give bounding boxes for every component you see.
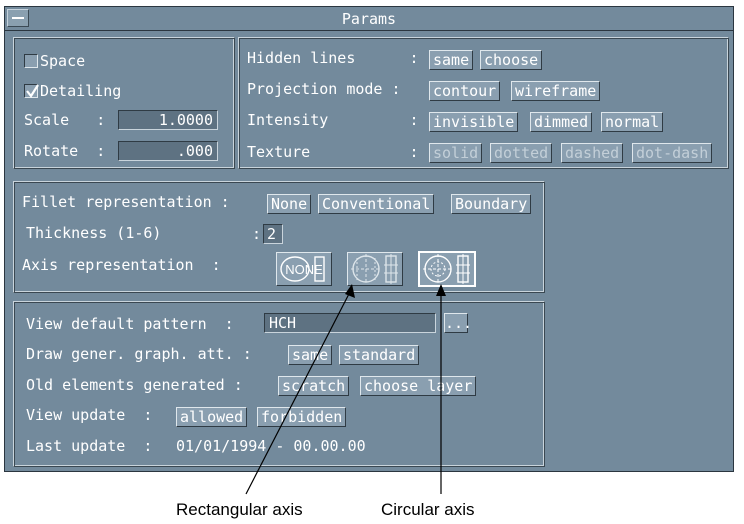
rotate-input[interactable]: .000	[118, 141, 218, 161]
thickness-label: Thickness (1-6)	[26, 224, 162, 242]
fillet-representation-label: Fillet representation :	[22, 193, 230, 211]
pattern-browse-button[interactable]: ...	[444, 313, 473, 333]
intensity-dimmed-button[interactable]: dimmed	[530, 112, 593, 132]
fillet-conventional-button[interactable]: Conventional	[318, 194, 435, 214]
axis-rectangular-button[interactable]	[347, 252, 403, 286]
space-checkbox[interactable]	[24, 54, 38, 68]
view-default-panel: View default pattern : HCH ... Draw gene…	[13, 301, 545, 467]
intensity-label: Intensity :	[247, 111, 419, 129]
intensity-normal-button[interactable]: normal	[601, 112, 664, 132]
texture-label: Texture :	[247, 143, 419, 161]
texture-dotted-button[interactable]: dotted	[490, 143, 553, 163]
last-update-label: Last update :	[26, 437, 153, 455]
circular-axis-caption: Circular axis	[381, 500, 475, 519]
axis-circular-button[interactable]	[418, 251, 476, 287]
last-update-value: 01/01/1994 - 00.00.00	[176, 437, 366, 455]
projection-mode-label: Projection mode :	[247, 80, 401, 98]
draw-graph-att-label: Draw gener. graph. att. :	[26, 345, 252, 363]
rectangular-axis-caption: Rectangular axis	[176, 500, 303, 519]
view-default-pattern-label: View default pattern :	[26, 315, 234, 333]
update-forbidden-button[interactable]: forbidden	[257, 407, 347, 427]
thickness-colon: :	[252, 225, 262, 243]
axis-representation-label: Axis representation :	[22, 256, 221, 274]
projection-contour-button[interactable]: contour	[429, 81, 501, 101]
view-update-label: View update :	[26, 406, 153, 424]
update-allowed-button[interactable]: allowed	[176, 407, 248, 427]
old-choose-layer-button[interactable]: choose layer	[360, 376, 477, 396]
draw-standard-button[interactable]: standard	[339, 345, 420, 365]
old-elements-label: Old elements generated :	[26, 376, 243, 394]
texture-dashed-button[interactable]: dashed	[561, 143, 624, 163]
draw-same-button[interactable]: same	[288, 345, 333, 365]
axis-none-text: NONE	[285, 262, 323, 277]
scale-input[interactable]: 1.0000	[118, 110, 218, 130]
hidden-lines-label: Hidden lines :	[247, 49, 419, 67]
intensity-invisible-button[interactable]: invisible	[429, 112, 519, 132]
old-scratch-button[interactable]: scratch	[278, 376, 350, 396]
title-bar[interactable]: Params	[5, 7, 733, 31]
checkmark-icon	[26, 84, 39, 98]
axis-none-icon: NONE	[280, 256, 325, 282]
axis-none-button[interactable]: NONE	[276, 252, 332, 286]
fillet-boundary-button[interactable]: Boundary	[451, 194, 532, 214]
projection-wireframe-button[interactable]: wireframe	[511, 81, 601, 101]
view-panel: Space Detailing Scale : 1.0000 Rotate : …	[13, 37, 235, 169]
space-label[interactable]: Space	[40, 52, 86, 70]
rectangular-axis-icon	[351, 254, 398, 284]
texture-solid-button[interactable]: solid	[429, 143, 483, 163]
scale-label: Scale :	[24, 111, 106, 129]
window-menu-button[interactable]	[7, 9, 29, 27]
texture-dotdash-button[interactable]: dot-dash	[632, 143, 713, 163]
detailing-checkbox[interactable]	[24, 84, 39, 98]
fillet-panel: Fillet representation : None Conventiona…	[13, 181, 545, 293]
thickness-input[interactable]: 2	[263, 224, 283, 244]
view-default-pattern-input[interactable]: HCH	[264, 313, 436, 333]
fillet-none-button[interactable]: None	[267, 194, 312, 214]
detailing-label[interactable]: Detailing	[40, 82, 122, 100]
rotate-label: Rotate :	[24, 142, 106, 160]
display-panel: Hidden lines : same choose Projection mo…	[238, 37, 729, 169]
window-title: Params	[341, 10, 397, 28]
hidden-choose-button[interactable]: choose	[480, 50, 543, 70]
hidden-same-button[interactable]: same	[429, 50, 474, 70]
circular-axis-icon	[423, 254, 470, 284]
params-window: Params Space Detailing Scale : 1.0000 Ro…	[4, 6, 734, 472]
